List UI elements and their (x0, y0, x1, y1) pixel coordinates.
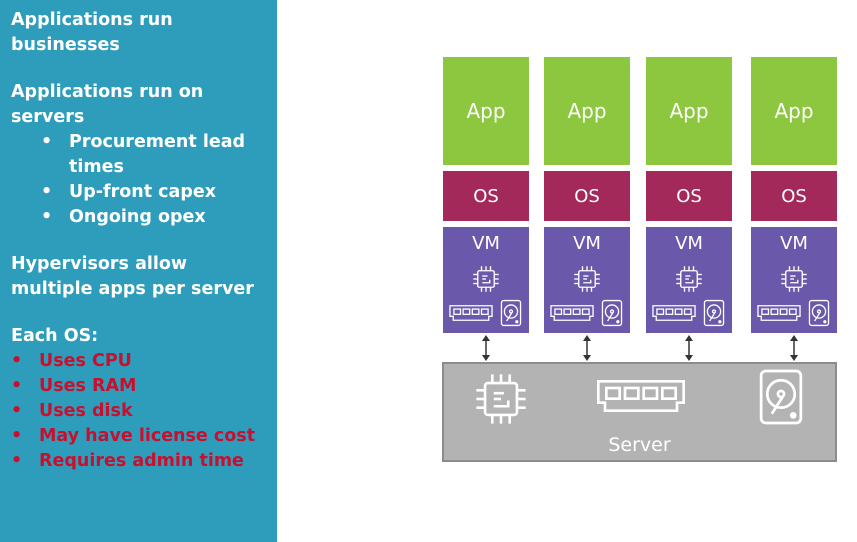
list-item: •Uses CPU (11, 351, 132, 371)
heading-applications-run-on-servers: Applications run on servers (11, 82, 204, 127)
ram-icon (756, 303, 802, 323)
ram-icon (448, 303, 494, 323)
os-box: OS (751, 171, 837, 221)
vm-label: VM (472, 233, 500, 254)
app-box: App (646, 57, 732, 165)
vm-stack-2: App OS VM (544, 57, 630, 333)
list-item: •Ongoing opex (41, 207, 206, 227)
ram-icon (549, 303, 595, 323)
os-bullet-list: •Uses CPU •Uses RAM •Uses disk •May have… (11, 349, 265, 474)
ram-icon (651, 303, 697, 323)
double-arrow-icon (788, 334, 800, 362)
cpu-icon (472, 370, 530, 428)
app-box: App (443, 57, 529, 165)
os-box: OS (443, 171, 529, 221)
vm-box: VM (646, 227, 732, 333)
double-arrow-icon (581, 334, 593, 362)
list-item: •May have license cost (11, 426, 256, 446)
server-label: Server (608, 434, 671, 456)
sidebar: Applications run businesses Applications… (0, 0, 277, 542)
vm-box: VM (544, 227, 630, 333)
list-item: •Uses disk (11, 401, 133, 421)
heading-each-os: Each OS: (11, 326, 99, 346)
cpu-icon (471, 264, 501, 294)
vm-box: VM (443, 227, 529, 333)
disk-icon (703, 299, 725, 327)
vm-label: VM (780, 233, 808, 254)
servers-bullet-list: •Procurement lead times •Up-front capex … (11, 130, 265, 230)
cpu-icon (779, 264, 809, 294)
os-box: OS (646, 171, 732, 221)
os-costs-block: Each OS: •Uses CPU •Uses RAM •Uses disk … (11, 324, 265, 474)
list-item: •Up-front capex (41, 182, 217, 202)
cpu-icon (674, 264, 704, 294)
heading-hypervisors: Hypervisors allow multiple apps per serv… (11, 254, 254, 299)
disk-icon (758, 368, 804, 426)
heading-applications-run-businesses: Applications run businesses (11, 10, 173, 55)
vm-label: VM (573, 233, 601, 254)
cpu-icon (572, 264, 602, 294)
servers-block: Applications run on servers •Procurement… (11, 80, 265, 230)
list-item: •Requires admin time (11, 451, 244, 471)
disk-icon (601, 299, 623, 327)
ram-icon (594, 376, 688, 416)
server-box: Server (442, 362, 837, 462)
double-arrow-icon (683, 334, 695, 362)
vm-stack-1: App OS VM (443, 57, 529, 333)
vm-label: VM (675, 233, 703, 254)
double-arrow-icon (480, 334, 492, 362)
list-item: •Uses RAM (11, 376, 137, 396)
app-box: App (544, 57, 630, 165)
vm-stack-4: App OS VM (751, 57, 837, 333)
vm-box: VM (751, 227, 837, 333)
vm-stack-3: App OS VM (646, 57, 732, 333)
os-box: OS (544, 171, 630, 221)
app-box: App (751, 57, 837, 165)
disk-icon (808, 299, 830, 327)
list-item: •Procurement lead times (41, 132, 246, 177)
disk-icon (500, 299, 522, 327)
